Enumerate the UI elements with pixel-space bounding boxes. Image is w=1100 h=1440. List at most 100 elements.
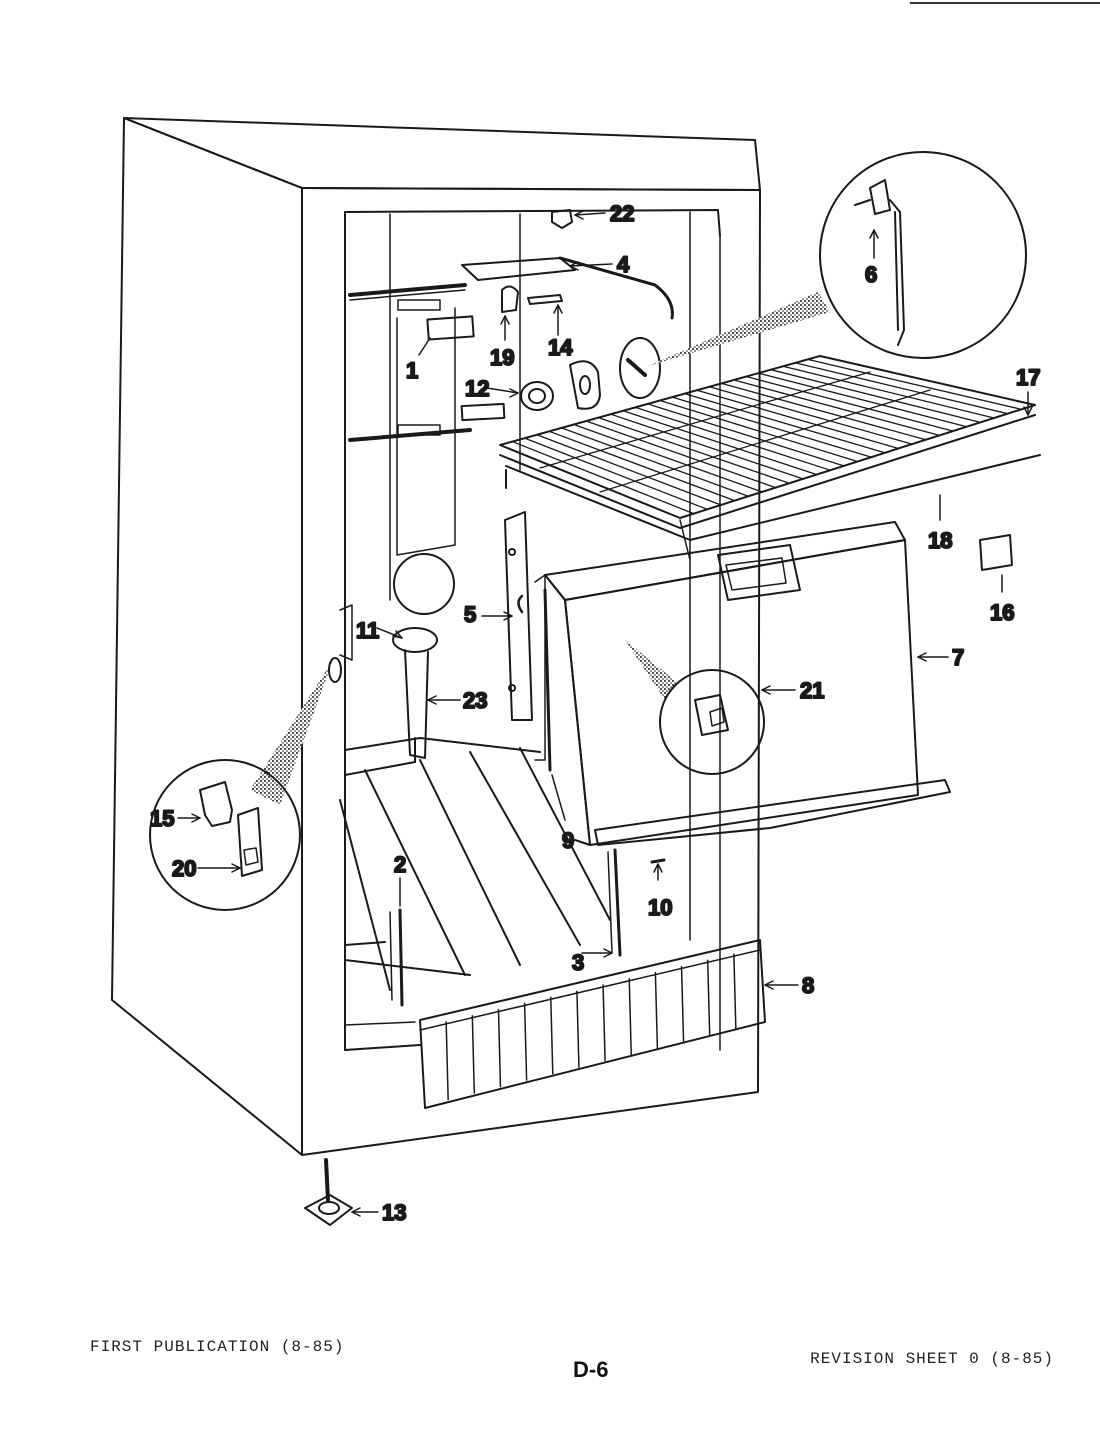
shelf-cross-wire (539, 371, 871, 469)
part-8-crisper-cover (419, 939, 766, 1109)
callout-19: 19 (490, 345, 514, 370)
shelf-wire (622, 410, 818, 476)
callout-21: 21 (800, 678, 824, 703)
callout-20: 20 (172, 856, 196, 881)
detail-leader-6 (648, 292, 830, 366)
part-19-bulb (501, 285, 519, 313)
rack-wire (469, 751, 581, 946)
crisper-slat (706, 959, 711, 1036)
shelf-wire (794, 362, 1009, 415)
shelf-wire (511, 440, 695, 515)
shelf-cross-wire (599, 389, 931, 493)
callout-numbers: 1 2 3 4 5 6 7 8 9 10 11 12 13 14 15 16 1… (149, 200, 1041, 1226)
revision-note: REVISION SHEET 0 (8-85) (810, 1350, 1054, 1368)
detail-circle-15-20 (149, 759, 301, 911)
crisper-slat (733, 953, 737, 1030)
callout-1: 1 (406, 358, 418, 383)
callout-17: 17 (1016, 365, 1040, 390)
callout-13: 13 (382, 1200, 406, 1225)
callout-22: 22 (610, 201, 634, 226)
part-9-tray-rail (543, 588, 552, 772)
detail-circle-6 (819, 151, 1027, 359)
crisper-slat (497, 1008, 502, 1088)
part-10-screw (650, 858, 666, 864)
shelf-wire (548, 430, 736, 502)
shelf-wire (733, 379, 941, 437)
shelf-wire (757, 372, 968, 428)
callout-4: 4 (617, 252, 630, 277)
rack-wire (364, 769, 466, 976)
shelf-wire (659, 399, 859, 463)
part-5-tray-hanger (504, 511, 533, 721)
crisper-slat (576, 990, 580, 1068)
shelf-wire (573, 423, 763, 493)
shelf-wire (708, 386, 913, 445)
detail-leader-21 (625, 640, 678, 700)
callout-6: 6 (865, 262, 877, 287)
callout-3: 3 (572, 950, 584, 975)
crisper-slat (628, 978, 632, 1056)
shelf-wire (745, 375, 954, 432)
rack-wire (344, 941, 386, 946)
shelf-wire (696, 389, 900, 450)
crisper-slat (445, 1021, 449, 1101)
detail-leader-15 (250, 660, 333, 805)
part-1-light-shield (426, 315, 475, 341)
callout-18: 18 (928, 528, 952, 553)
callout-10: 10 (648, 895, 672, 920)
callout-15: 15 (150, 806, 174, 831)
corner-rule (910, 2, 1100, 4)
callout-9: 9 (562, 828, 574, 853)
control-escutcheon (569, 360, 601, 410)
rack-wire (339, 799, 391, 991)
crisper-slat (654, 971, 659, 1049)
shelf-wire (536, 434, 722, 506)
lower-wire-rack (339, 737, 622, 1007)
part-16-block (979, 534, 1013, 571)
callout-11: 11 (356, 618, 379, 643)
shelf-wire (597, 416, 790, 484)
part-4-shelf-bracket (461, 256, 674, 320)
callout-7: 7 (952, 645, 964, 670)
shelf-wire (671, 396, 872, 458)
shelf-wire (634, 406, 831, 471)
cabinet (111, 117, 761, 1156)
callout-23: 23 (463, 688, 487, 713)
part-22-clip (551, 209, 573, 229)
detail-circle-21 (659, 669, 765, 775)
drain-opening (393, 553, 455, 615)
shield-lower (460, 402, 506, 422)
shelf-wire (770, 369, 982, 424)
crisper-slat (550, 996, 554, 1075)
shelf-wire (585, 420, 777, 489)
rack-wire (344, 959, 471, 976)
shelf-wire (807, 358, 1022, 410)
thermostat-opening (619, 337, 661, 399)
callout-8: 8 (802, 973, 814, 998)
refrigerator-exploded-view: 1 2 3 4 5 6 7 8 9 10 11 12 13 14 15 16 1… (111, 117, 1041, 1226)
callout-16: 16 (990, 600, 1014, 625)
part-17-wire-shelf (499, 355, 1041, 561)
crisper-slat (602, 984, 606, 1062)
shelf-wire (523, 437, 708, 510)
page-code: D-6 (573, 1357, 609, 1382)
first-publication-note: FIRST PUBLICATION (8-85) (90, 1338, 345, 1356)
rack-wire (419, 759, 521, 966)
part-12-control-knob (520, 381, 554, 411)
leader-lines (177, 210, 1033, 1217)
shelf-wire (647, 403, 845, 467)
part-7-chiller-tray (534, 521, 951, 846)
part-13-leveling-leg (304, 1158, 353, 1226)
rack-wire (519, 747, 611, 921)
part-11-23-drain-tube (392, 627, 438, 759)
callout-5: 5 (464, 602, 476, 627)
shelf-wire (782, 365, 995, 419)
shelf-wire (560, 427, 749, 497)
hinge-slot (328, 657, 342, 683)
shelf-wire (720, 382, 927, 441)
crisper-slat (471, 1014, 476, 1094)
callout-2: 2 (394, 852, 406, 877)
crisper-slat (680, 965, 685, 1043)
shelf-wire (683, 393, 886, 454)
